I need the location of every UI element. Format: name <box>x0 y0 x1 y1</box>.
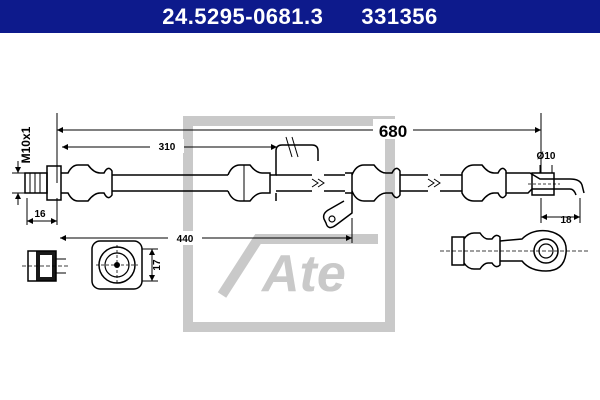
fitting-side-view <box>22 250 70 282</box>
total-length-dimension: 680 <box>56 113 542 183</box>
second-bracket-distance-dimension: 440 <box>60 218 353 245</box>
fitting-length-label: 16 <box>34 209 46 220</box>
bracket-distance-dimension: 310 <box>62 139 277 153</box>
banjo-end-view <box>440 229 590 272</box>
brake-hose-drawing: Ate 680 310 440 M10x1 <box>12 113 590 332</box>
bracket-distance-label: 310 <box>159 142 176 153</box>
total-length-label: 680 <box>379 122 407 141</box>
end-offset-dimension: 18 <box>540 198 581 226</box>
thread-label: M10x1 <box>19 126 33 163</box>
block-height-label: 17 <box>152 259 163 271</box>
reference-number: 331356 <box>361 3 438 29</box>
part-number: 24.5295-0681.3 <box>162 3 324 29</box>
bore-diameter-label: Ø10 <box>537 151 556 162</box>
title-bar: 24.5295-0681.3 331356 <box>0 0 600 33</box>
bore-diameter-dimension: Ø10 <box>537 151 556 173</box>
ate-watermark: Ate <box>183 116 395 332</box>
end-offset-label: 18 <box>560 215 572 226</box>
hose-assembly <box>24 136 585 229</box>
fitting-length-dimension: 16 <box>26 198 58 225</box>
second-bracket-distance-label: 440 <box>177 234 194 245</box>
watermark-brand: Ate <box>260 245 346 303</box>
fitting-front-view: 17 <box>91 240 163 290</box>
